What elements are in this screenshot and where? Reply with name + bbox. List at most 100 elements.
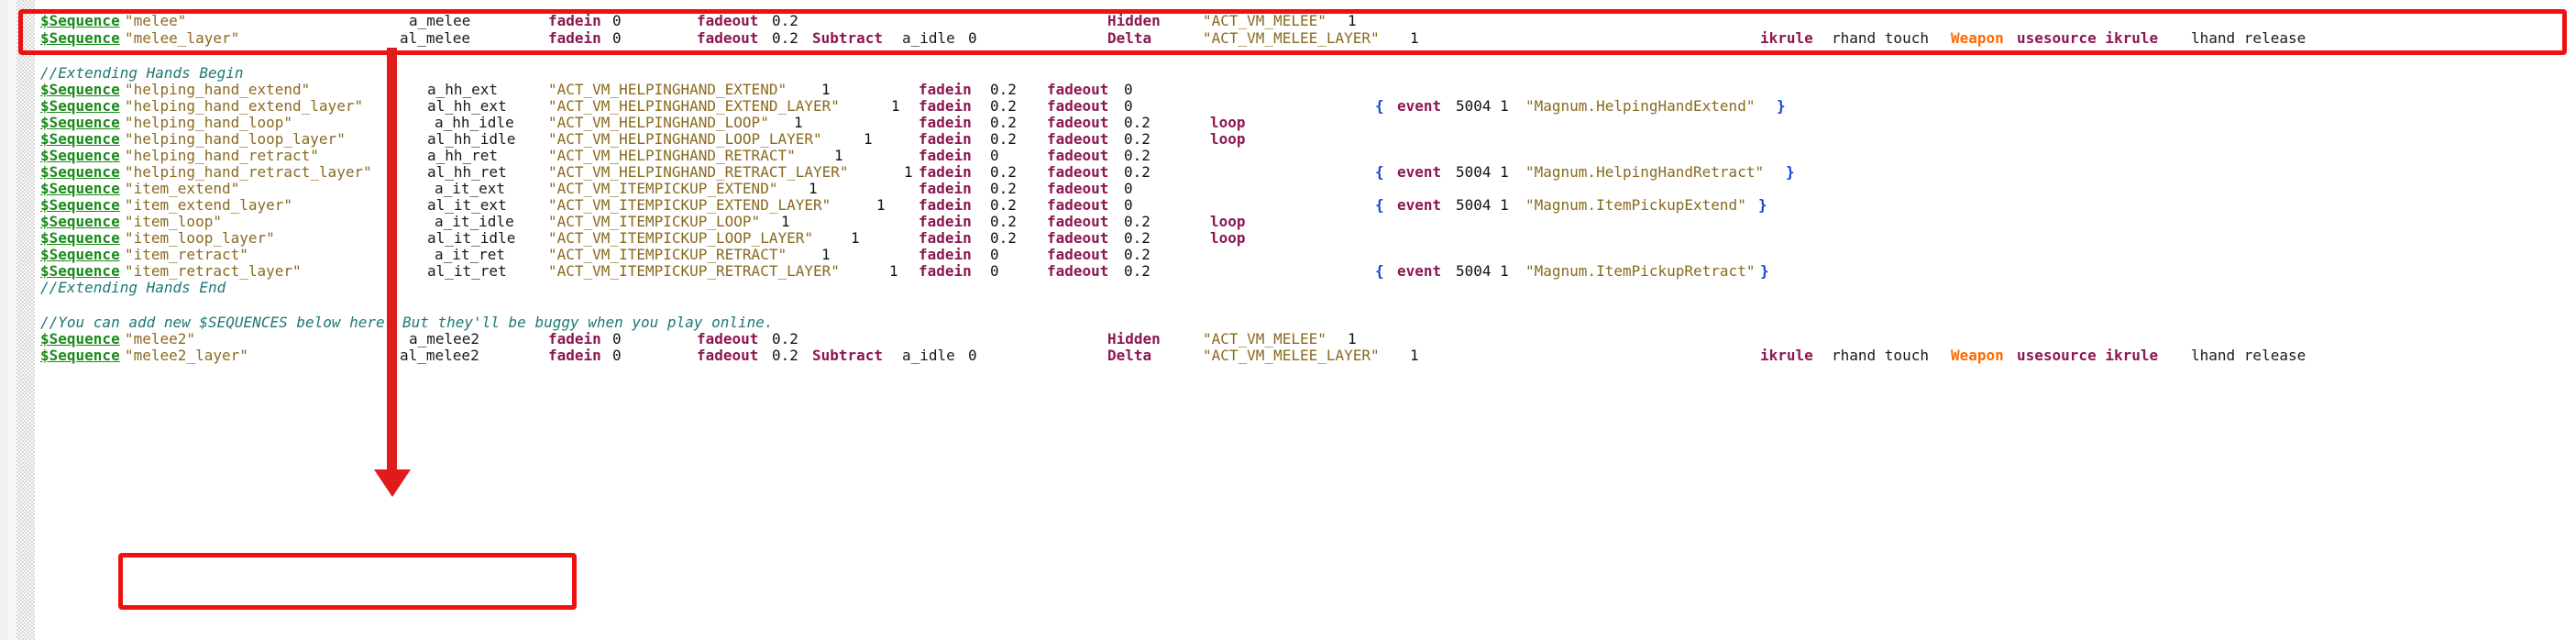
token: "helping_hand_loop"	[125, 114, 293, 131]
token: "ACT_VM_HELPINGHAND_LOOP_LAYER"	[548, 130, 822, 148]
code-line[interactable]: $Sequence"helping_hand_retract"a_hh_ret"…	[0, 148, 2576, 164]
token: {	[1375, 262, 1384, 280]
token: 0.2	[1124, 114, 1150, 131]
token: 0	[612, 12, 622, 29]
token: 1	[1410, 29, 1419, 47]
token: $Sequence	[40, 262, 120, 280]
down-arrow-shaft	[387, 48, 397, 471]
code-line[interactable]: //Extending Hands End	[0, 280, 2576, 296]
token: 1	[904, 163, 913, 181]
token: loop	[1210, 213, 1246, 230]
editor-left-margin	[0, 0, 8, 640]
token: "melee"	[125, 12, 187, 29]
code-line[interactable]: $Sequence"item_extend"a_it_ext"ACT_VM_IT…	[0, 181, 2576, 197]
token: 0	[1124, 180, 1133, 197]
token: "ACT_VM_HELPINGHAND_EXTEND_LAYER"	[548, 97, 840, 115]
token: loop	[1210, 130, 1246, 148]
code-line[interactable]: $Sequence"item_retract"a_it_ret"ACT_VM_I…	[0, 247, 2576, 263]
token: "Magnum.HelpingHandRetract"	[1525, 163, 1765, 181]
token: 0.2	[1124, 246, 1150, 263]
token: 0.2	[1124, 163, 1150, 181]
gutter-spacer	[35, 0, 40, 640]
code-line[interactable]: $Sequence"item_retract_layer"al_it_ret"A…	[0, 263, 2576, 280]
code-line[interactable]: $Sequence"helping_hand_loop"a_hh_idle"AC…	[0, 115, 2576, 131]
token: 0	[612, 347, 622, 364]
token: {	[1375, 196, 1384, 214]
token: 0	[990, 147, 999, 164]
token: fadein	[919, 81, 972, 98]
token: Subtract	[812, 29, 884, 47]
token: al_hh_ext	[427, 97, 507, 115]
token: a_it_idle	[435, 213, 514, 230]
token: $Sequence	[40, 97, 120, 115]
code-line[interactable]: $Sequence"item_loop_layer"al_it_idle"ACT…	[0, 230, 2576, 247]
token: fadeout	[1047, 229, 1109, 247]
token: $Sequence	[40, 229, 120, 247]
code-line[interactable]: $Sequence"helping_hand_loop_layer"al_hh_…	[0, 131, 2576, 148]
token: "item_loop"	[125, 213, 222, 230]
code-line[interactable]: $Sequence"helping_hand_retract_layer"al_…	[0, 164, 2576, 181]
token: fadeout	[1047, 114, 1109, 131]
token: a_melee2	[409, 330, 480, 348]
token: 5004 1	[1456, 196, 1509, 214]
token: $Sequence	[40, 347, 120, 364]
token: 1	[891, 97, 900, 115]
token: Subtract	[812, 347, 884, 364]
token: 0.2	[772, 330, 798, 348]
code-line[interactable]: $Sequence "helping_hand_extend_layer" al_h…	[0, 98, 2576, 115]
token: "Magnum.ItemPickupRetract"	[1525, 262, 1756, 280]
token: "helping_hand_extend_layer"	[125, 97, 364, 115]
token: 1	[809, 180, 818, 197]
token: 0.2	[990, 163, 1017, 181]
token: "ACT_VM_ITEMPICKUP_RETRACT_LAYER"	[548, 262, 840, 280]
token: {	[1375, 163, 1384, 181]
token: fadeout	[1047, 196, 1109, 214]
token: "ACT_VM_ITEMPICKUP_RETRACT"	[548, 246, 787, 263]
token: 0	[612, 29, 622, 47]
token: $Sequence	[40, 12, 120, 29]
token: //Extending Hands End	[40, 279, 226, 296]
token: ikrule	[1760, 29, 1813, 47]
token: fadein	[919, 114, 972, 131]
token: event	[1397, 97, 1442, 115]
token: $Sequence	[40, 147, 120, 164]
token: al_it_idle	[427, 229, 516, 247]
token: 5004 1	[1456, 262, 1509, 280]
token: ikrule	[1760, 347, 1813, 364]
token: "ACT_VM_MELEE_LAYER"	[1203, 29, 1380, 47]
code-line[interactable]: //You can add new $SEQUENCES below here.…	[0, 314, 2576, 331]
token: 0.2	[990, 114, 1017, 131]
token: }	[1760, 262, 1769, 280]
token: a_melee	[409, 12, 471, 29]
code-line[interactable]: $Sequence"item_extend_layer"al_it_ext"AC…	[0, 197, 2576, 214]
folding-indent-strip[interactable]	[17, 0, 35, 640]
token: 1	[889, 262, 898, 280]
token: fadein	[919, 180, 972, 197]
code-line[interactable]: $Sequence"item_loop"a_it_idle"ACT_VM_ITE…	[0, 214, 2576, 230]
token: 1	[876, 196, 886, 214]
token: 1	[864, 130, 873, 148]
token: fadein	[919, 130, 972, 148]
token: 0.2	[990, 81, 1017, 98]
token: "ACT_VM_HELPINGHAND_RETRACT"	[548, 147, 796, 164]
token: Weapon	[1951, 347, 2004, 364]
token: usesource ikrule	[2017, 29, 2159, 47]
token: "ACT_VM_HELPINGHAND_RETRACT_LAYER"	[548, 163, 849, 181]
token: al_it_ext	[427, 196, 507, 214]
code-line[interactable]: //Extending Hands Begin	[0, 65, 2576, 82]
token: $Sequence	[40, 163, 120, 181]
token: 0.2	[990, 180, 1017, 197]
token: event	[1397, 163, 1442, 181]
token: Delta	[1107, 347, 1152, 364]
token: //Extending Hands Begin	[40, 64, 244, 82]
token: lhand release	[2191, 29, 2306, 47]
token: "ACT_VM_HELPINGHAND_LOOP"	[548, 114, 769, 131]
code-line[interactable]: $Sequence"helping_hand_extend"a_hh_ext"A…	[0, 82, 2576, 98]
token: 0	[1124, 196, 1133, 214]
token: 0	[1124, 97, 1133, 115]
